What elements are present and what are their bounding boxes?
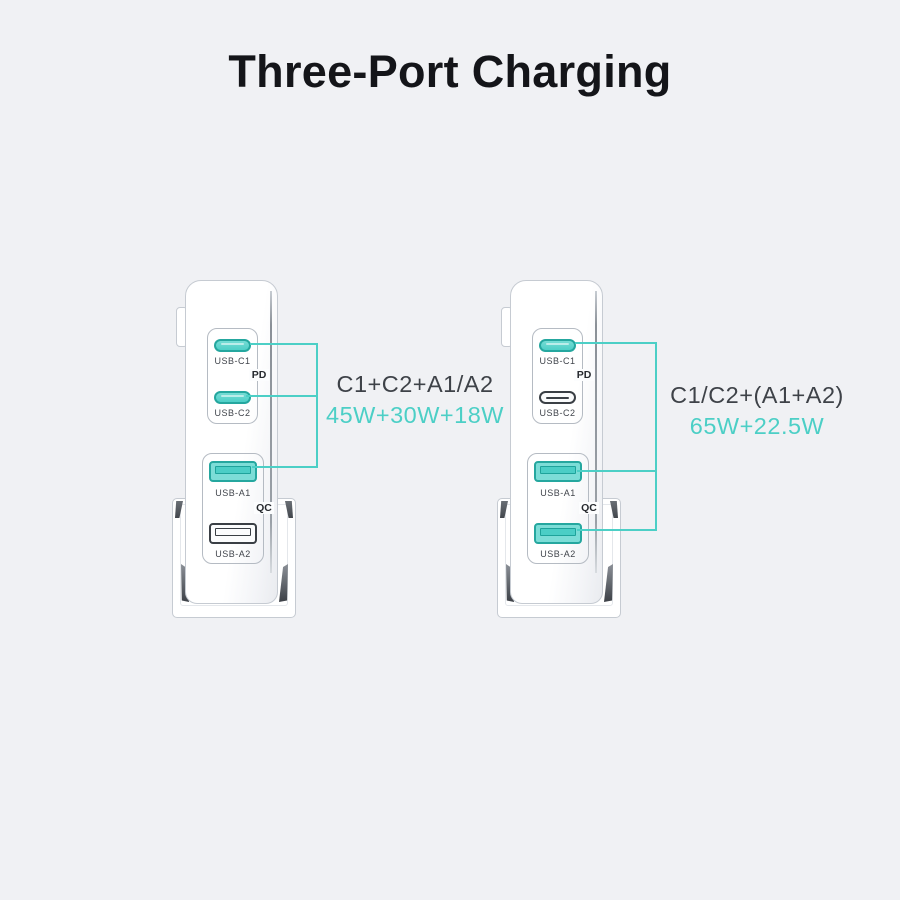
connector-line bbox=[246, 395, 318, 397]
annotation-combo: C1+C2+A1/A2 bbox=[336, 371, 494, 397]
stand-shadow bbox=[604, 564, 613, 602]
usb-a2-port bbox=[209, 523, 257, 544]
charger-body: USB-C1 USB-C2 PD USB-A1 USB-A2 QC bbox=[185, 280, 278, 604]
annotation-left: C1+C2+A1/A2 45W+30W+18W bbox=[319, 371, 511, 429]
connector-line bbox=[577, 470, 657, 472]
usb-a-panel: USB-A1 USB-A2 bbox=[202, 453, 264, 564]
charger-body: USB-C1 USB-C2 PD USB-A1 USB-A2 QC bbox=[510, 280, 603, 604]
usb-a1-port bbox=[534, 461, 582, 482]
annotation-combo: C1/C2+(A1+A2) bbox=[670, 382, 844, 408]
annotation-right: C1/C2+(A1+A2) 65W+22.5W bbox=[661, 382, 853, 440]
connector-line bbox=[577, 529, 657, 531]
body-seam bbox=[270, 291, 272, 573]
pd-badge: PD bbox=[574, 369, 594, 381]
port-label: USB-C2 bbox=[539, 408, 576, 418]
port-label: USB-A1 bbox=[540, 488, 576, 498]
stand-shadow bbox=[279, 564, 288, 602]
pd-badge: PD bbox=[249, 369, 269, 381]
connector-line bbox=[252, 466, 318, 468]
usb-a2-port bbox=[534, 523, 582, 544]
port-label: USB-C1 bbox=[539, 356, 576, 366]
qc-badge: QC bbox=[579, 502, 599, 514]
connector-line bbox=[575, 342, 657, 344]
usb-c1-port bbox=[539, 339, 576, 352]
connector-line bbox=[655, 342, 657, 531]
port-label: USB-A2 bbox=[540, 549, 576, 559]
usb-c2-port bbox=[214, 391, 251, 404]
usb-c-panel: USB-C1 USB-C2 bbox=[207, 328, 258, 424]
annotation-power: 65W+22.5W bbox=[689, 413, 825, 439]
connector-line bbox=[316, 343, 318, 468]
page-title: Three-Port Charging bbox=[228, 46, 672, 97]
stand-shadow bbox=[285, 501, 293, 518]
port-label: USB-A1 bbox=[215, 488, 251, 498]
port-label: USB-C2 bbox=[214, 408, 251, 418]
usb-a1-port bbox=[209, 461, 257, 482]
usb-c2-port bbox=[539, 391, 576, 404]
stand-shadow bbox=[500, 501, 508, 518]
usb-c1-port bbox=[214, 339, 251, 352]
charger-left: USB-C1 USB-C2 PD USB-A1 USB-A2 QC bbox=[172, 280, 296, 625]
usb-a-panel: USB-A1 USB-A2 bbox=[527, 453, 589, 564]
body-seam bbox=[595, 291, 597, 573]
stand-shadow bbox=[610, 501, 618, 518]
stand-shadow bbox=[175, 501, 183, 518]
port-label: USB-A2 bbox=[215, 549, 251, 559]
annotation-power: 45W+30W+18W bbox=[326, 402, 504, 428]
charger-right: USB-C1 USB-C2 PD USB-A1 USB-A2 QC bbox=[497, 280, 621, 625]
connector-line bbox=[250, 343, 318, 345]
usb-c-panel: USB-C1 USB-C2 bbox=[532, 328, 583, 424]
qc-badge: QC bbox=[254, 502, 274, 514]
port-label: USB-C1 bbox=[214, 356, 251, 366]
